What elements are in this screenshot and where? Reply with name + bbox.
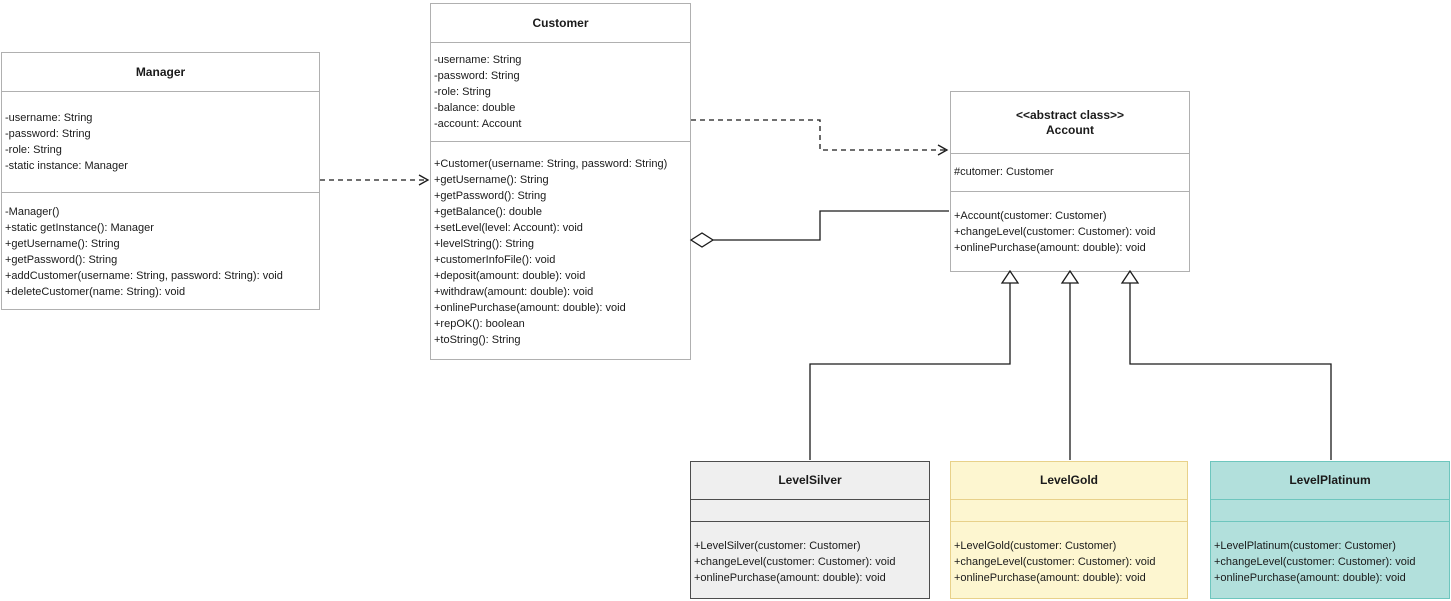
- method-line: +getPassword(): String: [434, 190, 547, 202]
- methods-compartment: +Account(customer: Customer) +changeLeve…: [951, 191, 1189, 271]
- method-line: +Customer(username: String, password: St…: [434, 158, 668, 170]
- field-line: -account: Account: [434, 118, 522, 130]
- method-line: +getUsername(): String: [5, 238, 120, 250]
- fields-compartment: [691, 499, 929, 521]
- method-line: +toString(): String: [434, 334, 521, 346]
- method-line: +LevelSilver(customer: Customer): [694, 540, 861, 552]
- fields-compartment: -username: String -password: String -rol…: [2, 91, 319, 192]
- inheritance-levelgold-to-account: [1060, 269, 1080, 460]
- inheritance-levelsilver-to-account: [809, 269, 1020, 460]
- method-line: +onlinePurchase(amount: double): void: [434, 302, 626, 314]
- field-line: -password: String: [434, 70, 520, 82]
- method-line: +deleteCustomer(name: String): void: [5, 286, 186, 298]
- hollow-triangle-icon: [1120, 269, 1140, 284]
- class-stereotype: <<abstract class>>: [1015, 107, 1125, 122]
- method-line: +levelString(): String: [434, 238, 534, 250]
- field-line: #cutomer: Customer: [954, 166, 1054, 178]
- class-title-text: Account: [1046, 122, 1094, 137]
- method-line: +getPassword(): String: [5, 254, 118, 266]
- method-line: +changeLevel(customer: Customer): void: [954, 556, 1156, 568]
- method-line: +static getInstance(): Manager: [5, 222, 154, 234]
- field-line: -role: String: [434, 86, 491, 98]
- open-arrowhead-icon: [937, 144, 949, 156]
- method-line: +LevelPlatinum(customer: Customer): [1214, 540, 1396, 552]
- class-title: LevelPlatinum: [1289, 473, 1371, 487]
- class-title: <<abstract class>> Account: [951, 92, 1189, 153]
- method-line: +addCustomer(username: String, password:…: [5, 270, 283, 282]
- field-line: -static instance: Manager: [5, 160, 128, 172]
- class-box-manager: Manager -username: String -password: Str…: [1, 52, 320, 310]
- class-box-levelsilver: LevelSilver +LevelSilver(customer: Custo…: [690, 461, 930, 599]
- field-line: -password: String: [5, 128, 91, 140]
- method-line: +getUsername(): String: [434, 174, 549, 186]
- dependency-manager-to-customer: [320, 174, 430, 186]
- class-title: Manager: [135, 64, 186, 79]
- method-line: +Account(customer: Customer): [954, 210, 1107, 222]
- class-title: Customer: [532, 15, 589, 30]
- method-line: +changeLevel(customer: Customer): void: [694, 556, 896, 568]
- class-title: LevelSilver: [778, 473, 842, 487]
- method-line: +repOK(): boolean: [434, 318, 525, 330]
- methods-compartment: +LevelPlatinum(customer: Customer) +chan…: [1211, 521, 1449, 598]
- hollow-triangle-icon: [1000, 269, 1020, 284]
- class-box-levelplatinum: LevelPlatinum +LevelPlatinum(customer: C…: [1210, 461, 1450, 599]
- method-line: +onlinePurchase(amount: double): void: [694, 572, 886, 584]
- field-line: -username: String: [5, 112, 93, 124]
- method-line: +changeLevel(customer: Customer): void: [1214, 556, 1416, 568]
- field-line: -role: String: [5, 144, 62, 156]
- class-box-levelgold: LevelGold +LevelGold(customer: Customer)…: [950, 461, 1188, 599]
- methods-compartment: +LevelGold(customer: Customer) +changeLe…: [951, 521, 1187, 598]
- method-line: +LevelGold(customer: Customer): [954, 540, 1117, 552]
- method-line: +onlinePurchase(amount: double): void: [954, 242, 1146, 254]
- methods-compartment: -Manager() +static getInstance(): Manage…: [2, 192, 319, 309]
- method-line: +onlinePurchase(amount: double): void: [1214, 572, 1406, 584]
- class-box-account: <<abstract class>> Account #cutomer: Cus…: [950, 91, 1190, 272]
- field-line: -balance: double: [434, 102, 516, 114]
- fields-compartment: -username: String -password: String -rol…: [431, 42, 690, 141]
- open-arrowhead-icon: [418, 174, 430, 186]
- dependency-customer-to-account: [691, 119, 949, 156]
- method-line: +changeLevel(customer: Customer): void: [954, 226, 1156, 238]
- class-title: LevelGold: [1039, 473, 1098, 487]
- method-line: -Manager(): [5, 206, 60, 218]
- fields-compartment: [951, 499, 1187, 521]
- method-line: +withdraw(amount: double): void: [434, 286, 594, 298]
- method-line: +getBalance(): double: [434, 206, 542, 218]
- fields-compartment: [1211, 499, 1449, 521]
- field-line: -username: String: [434, 54, 522, 66]
- method-line: +deposit(amount: double): void: [434, 270, 586, 282]
- inheritance-levelplatinum-to-account: [1120, 269, 1332, 460]
- fields-compartment: #cutomer: Customer: [951, 153, 1189, 191]
- hollow-diamond-icon: [689, 232, 715, 248]
- method-line: +setLevel(level: Account): void: [434, 222, 583, 234]
- hollow-triangle-icon: [1060, 269, 1080, 284]
- methods-compartment: +LevelSilver(customer: Customer) +change…: [691, 521, 929, 598]
- class-box-customer: Customer -username: String -password: St…: [430, 3, 691, 360]
- methods-compartment: +Customer(username: String, password: St…: [431, 141, 690, 359]
- method-line: +customerInfoFile(): void: [434, 254, 556, 266]
- aggregation-customer-account: [689, 210, 949, 248]
- method-line: +onlinePurchase(amount: double): void: [954, 572, 1146, 584]
